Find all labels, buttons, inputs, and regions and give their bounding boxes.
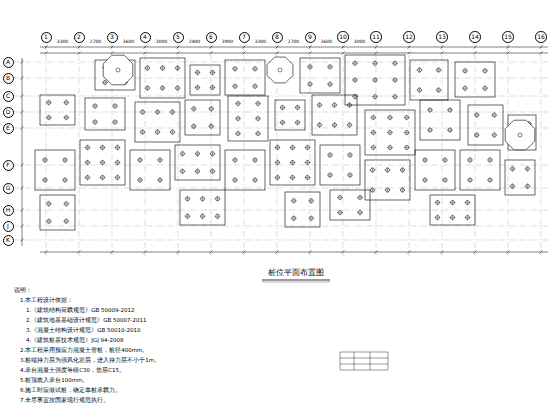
axis-number: 10 — [339, 34, 347, 40]
axis-number: 9 — [308, 34, 312, 40]
axis-number: 6 — [209, 34, 213, 40]
axis-number: 3 — [110, 34, 114, 40]
axis-bubble: 2 — [74, 32, 85, 43]
dimension-text: 3000 — [354, 40, 365, 45]
axis-bubble: 1 — [41, 32, 52, 43]
dimension-text: 3300 — [57, 40, 68, 45]
axis-bubble: E — [3, 123, 14, 134]
design-note: 7.未尽事宜按国家现行规范执行。 — [20, 397, 109, 403]
design-note: 6.施工时应做试桩，确定单桩承载力。 — [20, 387, 121, 393]
axis-bubble: F — [3, 160, 14, 171]
design-note: 3.《混凝土结构设计规范》GB 50010-2010 — [26, 327, 141, 333]
axis-bubble: 12 — [403, 31, 415, 43]
drawing-title: 桩位平面布置图 — [268, 269, 324, 278]
design-note: 2.《建筑地基基础设计规范》GB 50007-2011 — [26, 317, 147, 323]
dimension-text: 2700 — [288, 40, 299, 45]
axis-bubble: J — [3, 221, 14, 232]
design-note: 4.《建筑桩基技术规范》JGJ 94-2008 — [26, 337, 123, 343]
axis-bubble: 16 — [535, 31, 547, 43]
dimension-text: 2700 — [90, 40, 101, 45]
axis-number: A — [6, 59, 10, 65]
dimension-text: 2400 — [189, 40, 200, 45]
axis-number: 13 — [438, 34, 446, 40]
axis-number: 4 — [143, 34, 147, 40]
design-note: 5.桩顶嵌入承台100mm。 — [20, 377, 88, 383]
axis-number: J — [7, 223, 9, 229]
axis-number: F — [6, 162, 9, 168]
axis-bubble: 15 — [502, 31, 514, 43]
dimension-text: 3600 — [321, 40, 332, 45]
axis-number: 15 — [504, 34, 512, 40]
axis-number: 7 — [242, 34, 246, 40]
axis-number: 11 — [372, 34, 380, 40]
axis-number: B — [6, 75, 10, 81]
dimension-text: 3300 — [255, 40, 266, 45]
axis-number: 14 — [471, 34, 479, 40]
axis-number: 5 — [176, 34, 180, 40]
axis-number: 16 — [537, 34, 545, 40]
axis-number: K — [6, 237, 10, 243]
axis-bubble: 6 — [206, 32, 217, 43]
dimension-text: 3900 — [222, 40, 233, 45]
axis-bubble: 3 — [107, 32, 118, 43]
dimension-text: 3600 — [123, 40, 134, 45]
axis-number: 12 — [405, 34, 413, 40]
axis-number: E — [6, 125, 10, 131]
axis-bubble: D — [3, 107, 14, 118]
design-note: 2.本工程采用预应力混凝土管桩，桩径400mm。 — [20, 347, 148, 353]
axis-bubble: B — [3, 73, 14, 84]
design-note: 4.承台混凝土强度等级C30，垫层C15。 — [20, 367, 125, 373]
axis-number: C — [6, 93, 10, 99]
axis-number: 2 — [77, 34, 81, 40]
axis-bubble: 9 — [305, 32, 316, 43]
axis-number: 1 — [44, 34, 48, 40]
design-note: 1.本工程设计依据： — [20, 297, 73, 303]
axis-bubble: C — [3, 91, 14, 102]
design-note: 1.《建筑结构荷载规范》GB 50009-2012 — [26, 307, 135, 313]
axis-number: H — [6, 207, 11, 213]
axis-number: G — [6, 185, 11, 191]
axis-number: D — [6, 109, 11, 115]
axis-bubble: 11 — [370, 31, 382, 43]
axis-bubble: 4 — [140, 32, 151, 43]
axis-number: 8 — [275, 34, 279, 40]
axis-bubble: 13 — [436, 31, 448, 43]
axis-bubble: 10 — [337, 31, 349, 43]
axis-bubble: G — [3, 183, 14, 194]
axis-bubble: H — [3, 205, 14, 216]
axis-bubble: 5 — [173, 32, 184, 43]
axis-bubble: A — [3, 57, 14, 68]
axis-bubble: 7 — [239, 32, 250, 43]
axis-bubble: K — [3, 235, 14, 246]
dimension-text: 3000 — [156, 40, 167, 45]
axis-bubble: 8 — [272, 32, 283, 43]
design-note: 3.桩端持力层为强风化岩层，进入持力层不小于1m。 — [20, 357, 160, 363]
design-note: 说明： — [14, 287, 32, 294]
axis-bubble: 14 — [469, 31, 481, 43]
